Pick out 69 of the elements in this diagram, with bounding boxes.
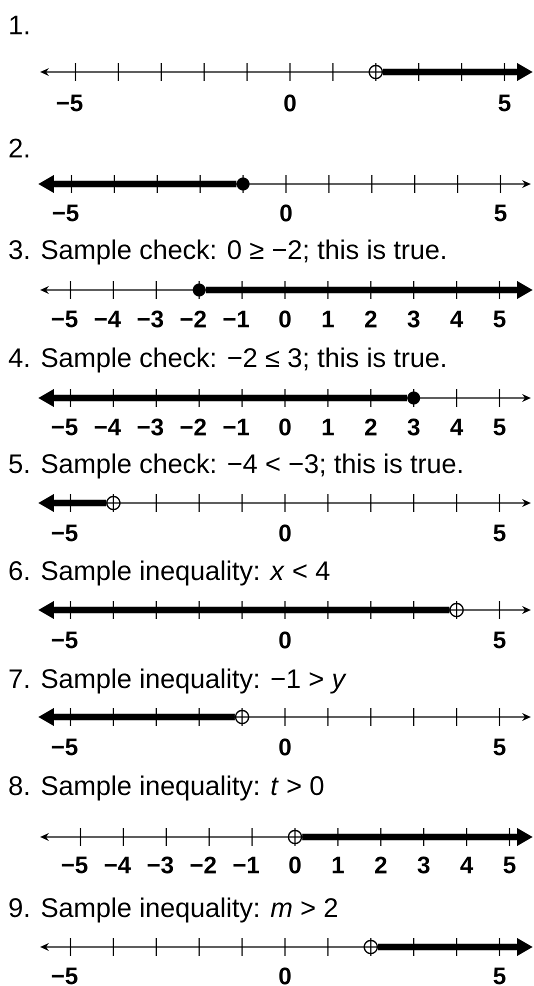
- tick-label: 0: [280, 204, 292, 222]
- closed-dot: [236, 178, 250, 190]
- tick-label: −5: [52, 524, 78, 542]
- exercise-text: 1.: [10, 16, 28, 34]
- tick-label: 5: [494, 968, 506, 984]
- tick-label: 5: [494, 632, 506, 648]
- tick-label: 0: [289, 856, 301, 874]
- tick-label: −5: [56, 94, 82, 112]
- tick-label: −5: [62, 856, 88, 874]
- tick-label: 4: [450, 418, 464, 436]
- tick-label: 1: [332, 856, 344, 874]
- tick-label: −1: [233, 856, 260, 874]
- tick-label: 0: [279, 418, 291, 436]
- tick-label: 4: [450, 310, 464, 328]
- tick-label: 0: [279, 524, 291, 542]
- open-circle: [288, 830, 302, 844]
- open-circle: [449, 602, 464, 618]
- exercise-text: 6. Sample inequality: x < 4: [10, 560, 330, 586]
- tick-label: −1: [223, 310, 250, 328]
- tick-label: 5: [494, 204, 506, 222]
- exercise-text: 5. Sample check: −4 < −3; this is true.: [9, 453, 462, 479]
- closed-dot: [407, 392, 420, 404]
- open-circle: [106, 496, 121, 510]
- tick-label: 5: [494, 310, 506, 328]
- tick-label: −5: [52, 418, 78, 436]
- tick-label: 3: [408, 418, 420, 436]
- tick-label: 3: [408, 310, 420, 328]
- exercise-text: 9. Sample inequality: m > 2: [9, 897, 337, 923]
- tick-label: −5: [52, 632, 78, 648]
- tick-label: −4: [104, 856, 131, 874]
- exercise-text: 3. Sample check: 0 ≥ −2; this is true.: [9, 239, 445, 265]
- tick-label: −4: [94, 310, 121, 328]
- exercise-text: 8. Sample inequality: t > 0: [9, 775, 324, 801]
- tick-label: 5: [494, 418, 506, 436]
- tick-label: 0: [279, 310, 291, 328]
- open-circle: [234, 710, 250, 724]
- tick-label: 5: [504, 856, 516, 874]
- tick-label: −3: [138, 310, 164, 328]
- tick-label: −5: [52, 204, 78, 222]
- tick-label: −5: [52, 968, 78, 984]
- tick-label: −4: [94, 418, 121, 436]
- tick-label: 5: [494, 524, 506, 542]
- tick-label: −5: [52, 738, 78, 756]
- exercise-text: 4. Sample check: −2 ≤ 3; this is true.: [8, 347, 445, 373]
- tick-label: 5: [494, 738, 506, 756]
- tick-label: −5: [52, 310, 78, 328]
- exercise-text: 7. Sample inequality: −1 > y: [10, 668, 346, 694]
- tick-label: 5: [498, 94, 510, 112]
- tick-label: 2: [374, 856, 386, 874]
- tick-label: 1: [322, 418, 334, 436]
- exercise-text: 2.: [10, 138, 28, 158]
- tick-label: −2: [190, 856, 216, 874]
- tick-label: 0: [279, 632, 291, 648]
- tick-label: 2: [364, 310, 376, 328]
- open-circle: [364, 940, 378, 954]
- tick-label: −2: [180, 310, 206, 328]
- tick-label: 3: [418, 856, 430, 874]
- tick-label: −3: [148, 856, 174, 874]
- tick-label: 4: [460, 856, 474, 874]
- tick-label: −2: [180, 418, 206, 436]
- tick-label: −3: [138, 418, 164, 436]
- tick-label: 0: [284, 94, 296, 112]
- open-circle: [368, 64, 383, 80]
- tick-label: 0: [279, 968, 291, 984]
- tick-label: 2: [364, 418, 376, 436]
- closed-dot: [192, 284, 206, 296]
- tick-label: −1: [223, 418, 250, 436]
- tick-label: 0: [279, 738, 291, 756]
- tick-label: 1: [322, 310, 334, 328]
